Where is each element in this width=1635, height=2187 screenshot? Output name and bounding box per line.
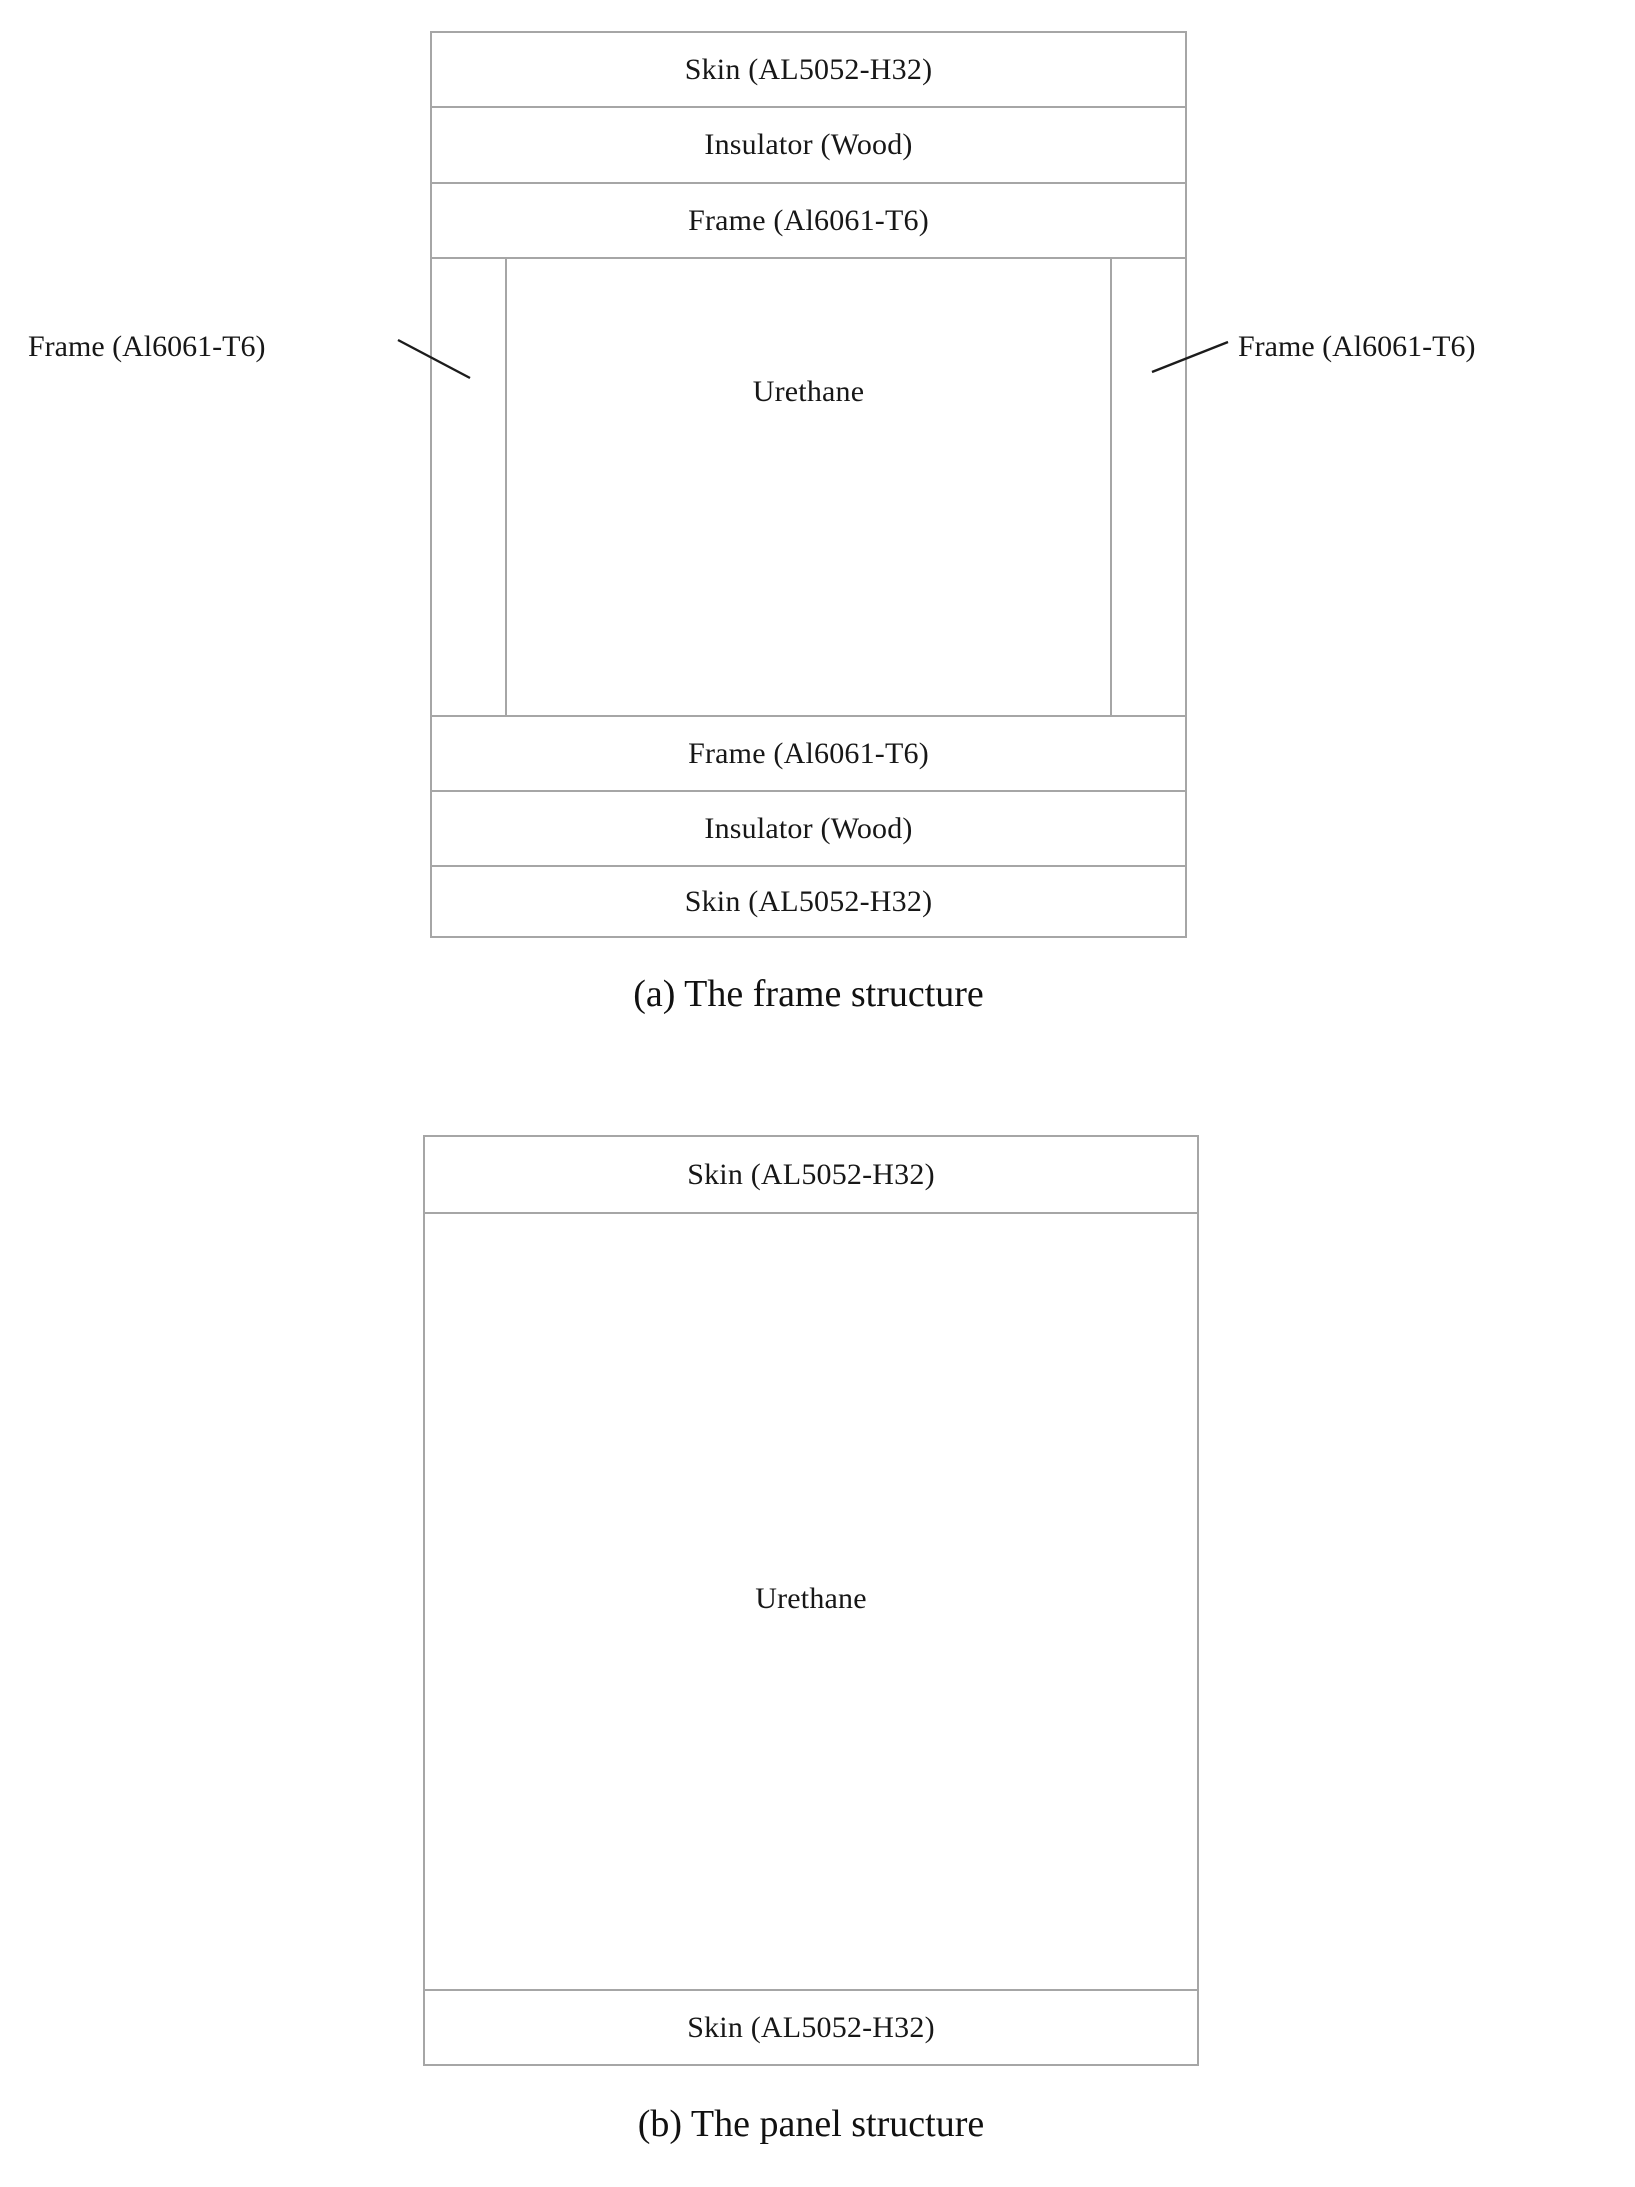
layer-skin-top: Skin (AL5052-H32) <box>432 33 1185 106</box>
layer-frame-bottom: Frame (Al6061-T6) <box>432 717 1185 790</box>
caption-panel-a: (a) The frame structure <box>430 975 1187 1013</box>
caption-text: (a) The frame structure <box>633 973 984 1015</box>
callout-frame-right: Frame (Al6061-T6) <box>1238 332 1475 362</box>
frame-column-right-divider <box>1110 259 1112 715</box>
layer-frame-top: Frame (Al6061-T6) <box>432 184 1185 257</box>
caption-panel-b: (b) The panel structure <box>423 2105 1199 2143</box>
layer-label: Skin (AL5052-H32) <box>687 2010 935 2044</box>
layer-label: Skin (AL5052-H32) <box>684 884 933 918</box>
layer-label: Insulator (Wood) <box>704 811 913 845</box>
layer-label: Frame (Al6061-T6) <box>688 203 929 237</box>
core-region: Urethane <box>432 259 1185 715</box>
layer-divider <box>432 790 1185 792</box>
core-label: Urethane <box>755 1582 867 1615</box>
callout-frame-left: Frame (Al6061-T6) <box>28 332 265 362</box>
frame-column-left-divider <box>505 259 507 715</box>
layer-label: Frame (Al6061-T6) <box>688 736 929 770</box>
layer-divider <box>432 182 1185 184</box>
layer-insulator-top: Insulator (Wood) <box>432 108 1185 182</box>
layer-skin-bottom: Skin (AL5052-H32) <box>425 1991 1197 2064</box>
layer-divider <box>425 1212 1197 1214</box>
callout-label: Frame (Al6061-T6) <box>28 330 266 363</box>
layer-insulator-bottom: Insulator (Wood) <box>432 792 1185 865</box>
caption-text: (b) The panel structure <box>637 2103 985 2145</box>
layer-divider <box>432 106 1185 108</box>
layer-label: Insulator (Wood) <box>704 128 913 161</box>
panel-structure-diagram: Skin (AL5052-H32) Urethane Skin (AL5052-… <box>423 1135 1199 2066</box>
core-region: Urethane <box>425 1214 1197 1989</box>
core-label: Urethane <box>752 375 865 408</box>
callout-label: Frame (Al6061-T6) <box>1238 330 1476 363</box>
layer-divider <box>425 1989 1197 1991</box>
layer-divider <box>432 865 1185 867</box>
layer-label: Skin (AL5052-H32) <box>684 52 933 86</box>
frame-structure-diagram: Skin (AL5052-H32) Insulator (Wood) Frame… <box>430 31 1187 938</box>
layer-skin-top: Skin (AL5052-H32) <box>425 1137 1197 1212</box>
layer-divider <box>432 257 1185 259</box>
layer-label: Skin (AL5052-H32) <box>687 1157 935 1191</box>
leader-segment <box>397 338 471 380</box>
layer-skin-bottom: Skin (AL5052-H32) <box>432 867 1185 936</box>
layer-divider <box>432 715 1185 717</box>
leader-segment <box>1151 340 1229 374</box>
